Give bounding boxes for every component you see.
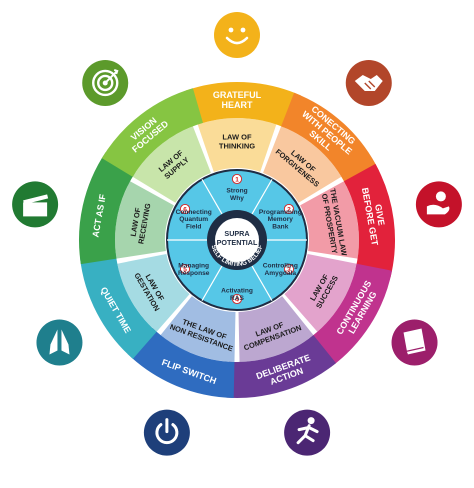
praying-hands-icon	[36, 319, 83, 366]
center-title-line2: POTENTIAL	[217, 238, 258, 247]
clapperboard-icon	[12, 181, 59, 228]
law-wedge	[115, 181, 174, 259]
segment-arrow-band	[281, 92, 379, 187]
target-icon	[82, 59, 129, 106]
segment-arrow-band	[79, 152, 136, 265]
step-number-badge	[231, 173, 243, 185]
segment-arrow-band	[127, 328, 235, 398]
law-wedge	[300, 181, 359, 259]
step-number: 1	[235, 176, 239, 183]
center-core	[215, 218, 259, 262]
law-wedge	[197, 118, 277, 172]
segment-arrow-band	[343, 163, 395, 278]
law-wedge	[160, 296, 236, 362]
law-wedge	[132, 126, 211, 203]
segment-arrow-band	[309, 263, 392, 368]
step-number-badge	[283, 263, 295, 275]
law-wedge	[284, 253, 357, 332]
handshake-icon	[345, 59, 392, 106]
step-number: 2	[287, 206, 291, 213]
step-number-badge	[231, 293, 243, 305]
book-icon	[391, 319, 438, 366]
law-wedge	[238, 296, 314, 362]
segment-arrow-band	[186, 82, 301, 129]
step-number-badge	[179, 263, 191, 275]
giving-hand-icon	[415, 181, 462, 228]
segment-arrow-band	[79, 253, 157, 359]
power-icon	[143, 409, 190, 456]
step-number-badge	[179, 203, 191, 215]
law-wedge	[117, 253, 190, 332]
step-number-badge	[283, 203, 295, 215]
law-wedge	[263, 126, 342, 203]
running-man-icon	[284, 409, 331, 456]
segment-icons	[12, 12, 462, 456]
smiley-icon	[214, 12, 260, 58]
step-number: 4	[235, 296, 239, 303]
step-number: 3	[287, 266, 291, 273]
center-title-line1: SUPRA	[224, 229, 249, 238]
segment-arrow-band	[226, 335, 337, 398]
step-number: 6	[183, 206, 187, 213]
segment-arrow-band	[101, 88, 203, 177]
step-number: 5	[183, 266, 187, 273]
